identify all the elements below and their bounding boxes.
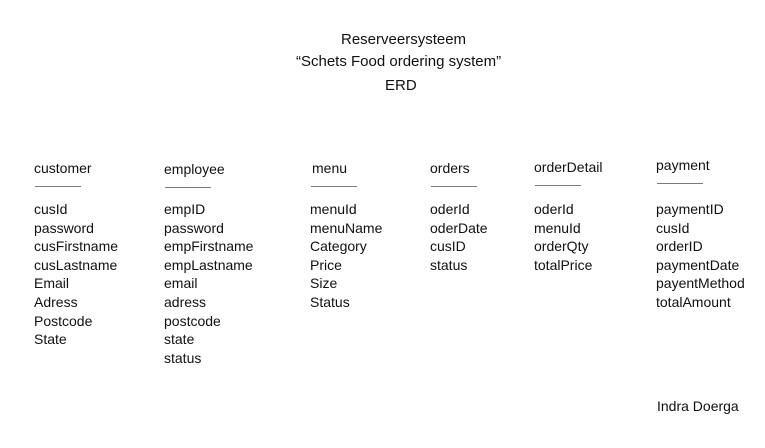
attribute: Email (34, 275, 70, 292)
entity-orderdetail: orderDetail oderId menuId orderQty total… (534, 159, 602, 274)
attribute: cusId (656, 219, 690, 236)
attribute: oderId (534, 201, 574, 217)
document-subtitle: “Schets Food ordering system” (296, 53, 502, 70)
entity-underline (431, 186, 477, 187)
attribute: paymentID (656, 201, 724, 217)
attribute-list: cusId password cusFirstname cusLastname … (34, 200, 118, 349)
attribute: status (164, 349, 202, 366)
attribute: State (34, 331, 67, 348)
attribute: Status (310, 293, 350, 310)
attribute: password (164, 219, 224, 236)
attribute-list: paymentID cusId orderID paymentDate paye… (656, 200, 745, 312)
attribute: state (164, 331, 195, 348)
document-title: Reserveersysteem (341, 31, 467, 48)
entity-menu: menu menuId menuName Category Price Size… (310, 160, 382, 312)
attribute-list: oderId oderDate cusID status (430, 200, 488, 274)
attribute: Adress (34, 293, 78, 310)
attribute-list: oderId menuId orderQty totalPrice (534, 200, 602, 274)
attribute: empID (164, 201, 206, 217)
attribute: oderDate (430, 219, 488, 236)
attribute: empLastname (164, 256, 253, 273)
entity-name: menu (312, 160, 348, 176)
attribute: Postcode (34, 312, 93, 329)
attribute-list: empID password empFirstname empLastname … (164, 200, 253, 367)
entity-underline (165, 187, 211, 188)
entity-underline (311, 186, 357, 187)
attribute: payentMethod (656, 275, 745, 292)
attribute: oderId (430, 201, 470, 217)
author-name: Indra Doerga (657, 398, 739, 414)
entity-name: orderDetail (534, 159, 603, 175)
attribute: cusID (430, 238, 466, 255)
diagram-type-label: ERD (385, 77, 417, 94)
attribute: totalAmount (656, 293, 731, 310)
attribute: postcode (164, 312, 221, 329)
attribute: menuId (534, 219, 581, 236)
attribute: paymentDate (656, 256, 740, 273)
attribute: password (34, 219, 94, 236)
entity-name: orders (430, 160, 470, 176)
attribute: empFirstname (164, 238, 254, 255)
entity-employee: employee empID password empFirstname emp… (164, 161, 253, 367)
attribute: orderQty (534, 238, 589, 255)
attribute: adress (164, 293, 207, 310)
attribute: orderID (656, 238, 703, 255)
entity-customer: customer cusId password cusFirstname cus… (34, 160, 118, 349)
attribute: email (164, 275, 198, 292)
attribute: totalPrice (534, 256, 593, 273)
attribute: menuName (310, 219, 383, 236)
attribute: cusLastname (34, 256, 118, 273)
attribute-list: menuId menuName Category Price Size Stat… (310, 200, 382, 312)
entity-underline (657, 183, 703, 184)
entity-underline (535, 185, 581, 186)
attribute: Price (310, 256, 342, 273)
attribute: Category (310, 238, 367, 255)
attribute: cusFirstname (34, 238, 119, 255)
attribute: status (430, 256, 468, 273)
attribute: cusId (34, 201, 68, 217)
entity-name: employee (164, 161, 225, 177)
attribute: Size (310, 275, 338, 292)
entity-name: customer (34, 160, 92, 176)
entity-underline (35, 186, 81, 187)
entity-payment: payment paymentID cusId orderID paymentD… (656, 157, 745, 312)
attribute: menuId (310, 201, 357, 217)
entity-orders: orders oderId oderDate cusID status (430, 160, 488, 274)
entity-name: payment (656, 157, 710, 173)
